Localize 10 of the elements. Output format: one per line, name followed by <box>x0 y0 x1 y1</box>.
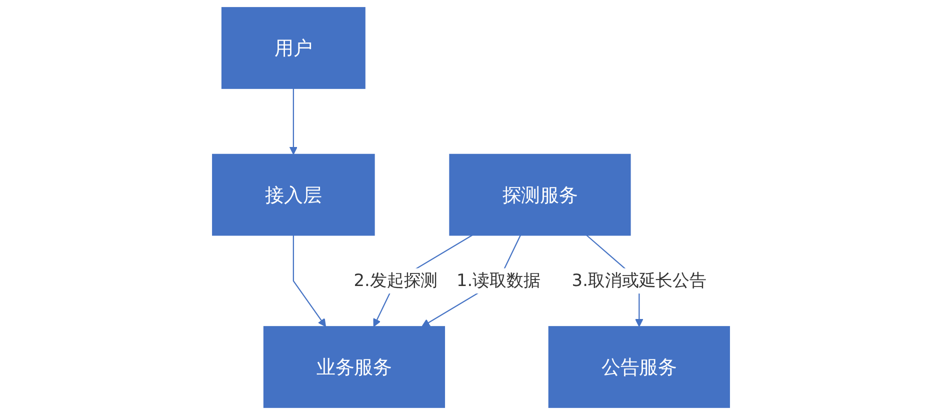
arrow <box>292 235 326 327</box>
edge-label: 2.发起探测 <box>354 271 438 291</box>
node-box: 接入层 <box>212 154 375 236</box>
node-box: 用户 <box>221 7 366 89</box>
arrow <box>289 88 298 155</box>
edge-label: 1.读取数据 <box>456 271 540 291</box>
node-box: 业务服务 <box>263 326 446 408</box>
node-box: 公告服务 <box>548 326 730 408</box>
node-box: 探测服务 <box>449 154 631 236</box>
edge-label: 3.取消或延长公告 <box>572 271 707 291</box>
